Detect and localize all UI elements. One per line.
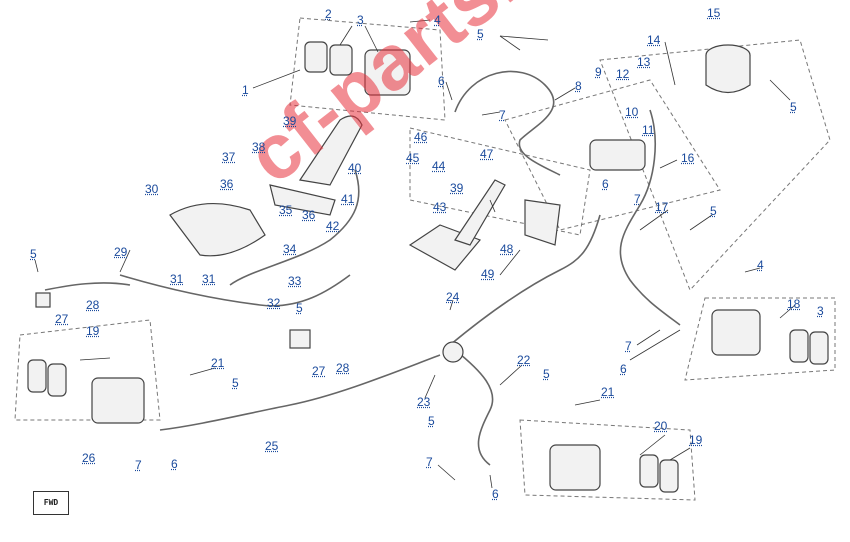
callout-35: 35: [279, 203, 293, 217]
callout-14: 14: [647, 33, 661, 47]
callout-21: 21: [211, 356, 225, 370]
callout-16: 16: [681, 151, 695, 165]
callout-21: 21: [601, 385, 615, 399]
callout-27: 27: [312, 364, 326, 378]
callout-24: 24: [446, 290, 460, 304]
callout-6: 6: [438, 74, 445, 88]
callout-49: 49: [481, 267, 495, 281]
brake-lines: [44, 70, 681, 466]
callout-6: 6: [171, 457, 178, 471]
callout-27: 27: [55, 312, 69, 326]
callout-5: 5: [477, 27, 484, 41]
callout-11: 11: [642, 123, 655, 137]
callout-9: 9: [595, 65, 602, 79]
callout-36: 36: [220, 177, 234, 191]
callout-22: 22: [517, 353, 531, 367]
callout-5: 5: [428, 414, 435, 428]
callout-7: 7: [499, 108, 506, 122]
callout-8: 8: [575, 79, 582, 93]
callout-25: 25: [265, 439, 279, 453]
callout-3: 3: [357, 13, 364, 27]
forward-direction-icon: FWD: [33, 491, 69, 515]
callout-2: 2: [325, 7, 332, 21]
callout-39: 39: [283, 114, 297, 128]
callout-39: 39: [450, 181, 464, 195]
callout-17: 17: [655, 200, 669, 214]
callout-34: 34: [283, 242, 297, 256]
callout-10: 10: [625, 105, 639, 119]
callout-18: 18: [787, 297, 801, 311]
callout-5: 5: [543, 367, 550, 381]
part-shapes: [27, 41, 829, 493]
callout-31: 31: [170, 272, 184, 286]
callout-5: 5: [232, 376, 239, 390]
callout-6: 6: [602, 177, 609, 191]
callout-12: 12: [616, 67, 630, 81]
leader-lines: [34, 19, 796, 489]
callout-33: 33: [288, 274, 302, 288]
callout-48: 48: [500, 242, 514, 256]
callout-23: 23: [417, 395, 431, 409]
callout-4: 4: [434, 13, 441, 27]
callout-20: 20: [654, 419, 668, 433]
callout-19: 19: [689, 433, 703, 447]
callout-47: 47: [480, 147, 494, 161]
callout-6: 6: [620, 362, 627, 376]
callout-7: 7: [426, 455, 433, 469]
callout-5: 5: [710, 204, 717, 218]
callout-4: 4: [757, 258, 764, 272]
callout-36: 36: [302, 208, 316, 222]
callout-15: 15: [707, 6, 721, 20]
callout-19: 19: [86, 324, 100, 338]
callout-26: 26: [82, 451, 96, 465]
callout-5: 5: [296, 301, 303, 315]
callout-28: 28: [86, 298, 100, 312]
callout-43: 43: [433, 200, 447, 214]
callout-13: 13: [637, 55, 651, 69]
callout-3: 3: [817, 304, 824, 318]
callout-31: 31: [202, 272, 216, 286]
callout-41: 41: [341, 192, 355, 206]
callout-5: 5: [790, 100, 797, 114]
callout-44: 44: [432, 159, 446, 173]
callout-7: 7: [634, 192, 641, 206]
callout-30: 30: [145, 182, 159, 196]
callout-42: 42: [326, 219, 340, 233]
callout-46: 46: [414, 130, 428, 144]
callout-37: 37: [222, 150, 236, 164]
callout-45: 45: [406, 151, 420, 165]
callout-7: 7: [625, 339, 632, 353]
callout-40: 40: [348, 161, 362, 175]
callout-6: 6: [492, 487, 499, 501]
callout-29: 29: [114, 245, 128, 259]
callout-1: 1: [242, 83, 249, 97]
callout-5: 5: [30, 247, 37, 261]
callout-32: 32: [267, 296, 281, 310]
callout-38: 38: [252, 140, 266, 154]
callout-28: 28: [336, 361, 350, 375]
callout-7: 7: [135, 458, 142, 472]
